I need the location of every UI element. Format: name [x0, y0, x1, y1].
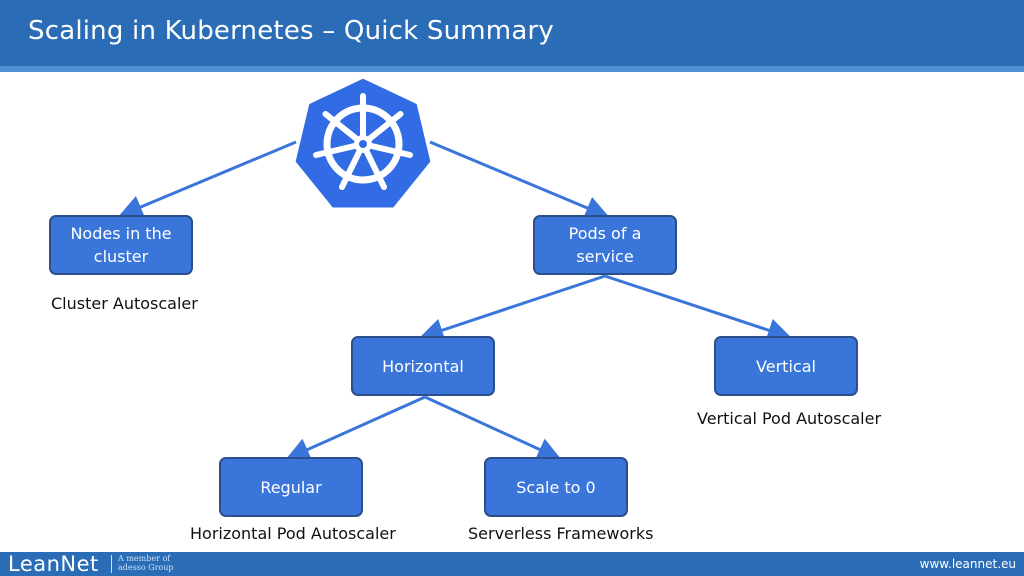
- website-link[interactable]: www.leannet.eu: [919, 557, 1016, 571]
- caption-vertical-pod-autoscaler: Vertical Pod Autoscaler: [697, 409, 882, 428]
- kubernetes-logo-icon: [292, 75, 434, 211]
- connector-pods-to-horizontal: [419, 274, 606, 342]
- connector-horizontal-to-regular: [285, 395, 426, 461]
- leannet-logo: LeanNet: [8, 552, 99, 576]
- node-horizontal: Horizontal: [351, 336, 495, 396]
- connector-pods-to-vertical: [604, 274, 792, 342]
- caption-cluster-autoscaler: Cluster Autoscaler: [51, 294, 198, 313]
- header-bar: [0, 0, 1024, 66]
- header-stripe: [0, 66, 1024, 72]
- node-vertical: Vertical: [714, 336, 858, 396]
- connector-logo-to-nodes: [118, 140, 297, 219]
- node-regular: Regular: [219, 457, 363, 517]
- node-nodes-in-cluster: Nodes in the cluster: [49, 215, 193, 275]
- node-pods-of-service: Pods of a service: [533, 215, 677, 275]
- caption-serverless-frameworks: Serverless Frameworks: [468, 524, 654, 543]
- connector-logo-to-pods: [429, 140, 610, 220]
- adesso-tagline: A member of adesso Group: [118, 554, 174, 572]
- node-scale-to-zero: Scale to 0: [484, 457, 628, 517]
- footer-bar: LeanNet A member of adesso Group www.lea…: [0, 552, 1024, 576]
- caption-horizontal-pod-autoscaler: Horizontal Pod Autoscaler: [190, 524, 396, 543]
- footer-separator: [111, 555, 112, 573]
- page-title: Scaling in Kubernetes – Quick Summary: [28, 16, 554, 46]
- connector-horizontal-to-scale0: [424, 395, 562, 461]
